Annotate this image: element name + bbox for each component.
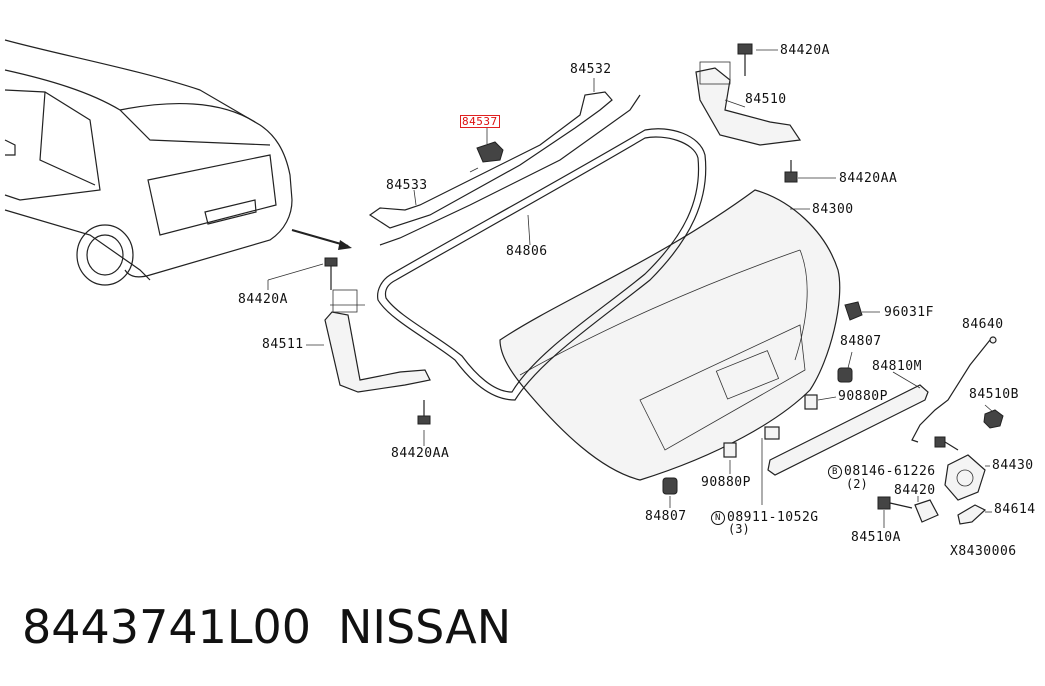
callout-84510B[interactable]: 84510B [969,387,1019,402]
cover-84614 [957,504,987,525]
leader-lines [267,49,994,528]
callout-90880P-left[interactable]: 90880P [701,475,751,490]
callout-84640[interactable]: 84640 [962,317,1004,332]
callout-84420A-left[interactable]: 84420A [238,292,288,307]
callout-96031F[interactable]: 96031F [884,305,934,320]
nut-84510B [983,409,1004,429]
bolt-08146 [934,436,959,451]
stopper-84807-right [837,367,853,383]
hinge-84511 [324,289,431,393]
nut-symbol-n: N [711,511,725,525]
striker-84420 [914,499,939,523]
callout-84420A-top[interactable]: 84420A [780,43,830,58]
callout-84420[interactable]: 84420 [894,483,936,498]
bolt-84420AA-top [784,160,798,183]
callout-90880P-right[interactable]: 90880P [838,389,888,404]
trunk-lid-exploded-diagram [4,39,1004,528]
callout-84806[interactable]: 84806 [506,244,548,259]
bolt-84420A-top [737,43,753,76]
bolt-84420AA-left [417,400,431,425]
latch-84430 [944,454,986,501]
callout-84511[interactable]: 84511 [262,337,304,352]
trunk-lid-84300 [499,189,841,481]
stopper-84807-left [662,477,678,495]
car-silhouette [4,39,293,286]
callout-84300[interactable]: 84300 [812,202,854,217]
bumper-96031F [844,301,863,321]
nut-08911 [761,426,780,505]
brand-name: NISSAN [338,600,512,654]
finisher-84810M [767,384,929,476]
bolt-84510A [877,496,913,510]
callout-84510A[interactable]: 84510A [851,530,901,545]
callout-84533[interactable]: 84533 [386,178,428,193]
bolt-symbol-b: B [828,465,842,479]
callout-84532[interactable]: 84532 [570,62,612,77]
callout-84420AA-top[interactable]: 84420AA [839,171,898,186]
callout-84614[interactable]: 84614 [994,502,1036,517]
direction-arrow [291,229,352,250]
callout-84510[interactable]: 84510 [745,92,787,107]
release-cable [368,91,641,246]
callout-84430[interactable]: 84430 [992,458,1034,473]
callout-84810M[interactable]: 84810M [872,359,922,374]
callout-84807-right[interactable]: 84807 [840,334,882,349]
qty-08146: (2) [846,477,868,491]
callout-08911-1052G-text: 08911-1052G [727,510,819,525]
callout-84420AA-left[interactable]: 84420AA [391,446,450,461]
diagram-reference-code: X8430006 [950,544,1017,559]
rod-84640 [911,336,997,443]
part-number: 8443741L00 [22,600,312,654]
clip-84537 [476,141,504,163]
callout-84807-left[interactable]: 84807 [645,509,687,524]
hinge-84510 [695,61,802,146]
callout-84537-highlighted[interactable]: 84537 [460,115,500,128]
clip-90880P-right [804,394,818,410]
weatherstrip-84806 [377,128,707,401]
clip-90880P-left [723,442,737,458]
qty-08911: (3) [728,522,750,536]
bolt-84420A-left [324,257,338,290]
callout-08146-61226-text: 08146-61226 [844,464,936,479]
